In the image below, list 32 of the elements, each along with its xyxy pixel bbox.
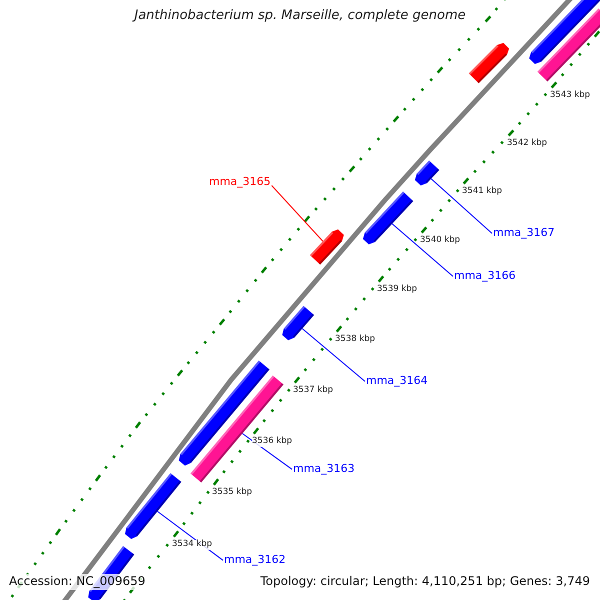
gene-feature — [362, 192, 414, 244]
scale-label: 3543 kbp — [550, 91, 590, 101]
summary-text: Topology: circular; Length: 4,110,251 bp; Genes: 3,749 — [260, 574, 590, 590]
scale-label: 3542 kbp — [507, 139, 548, 149]
gene-label: mma_3163 — [293, 463, 355, 476]
leader-line — [271, 184, 324, 242]
leader-line — [430, 178, 492, 234]
scale-label: 3537 kbp — [293, 386, 334, 396]
title: Janthinobacterium sp. Marseille, complete genome — [131, 9, 467, 24]
gene-label: mma_3166 — [454, 270, 516, 283]
gene-feature — [529, 0, 600, 64]
gene-feature — [310, 229, 344, 265]
accession-text: Accession: NC_009659 — [9, 574, 146, 590]
gene-label: mma_3162 — [224, 554, 286, 567]
scale-label: 3534 kbp — [172, 540, 212, 550]
gene-feature — [414, 160, 440, 186]
gene-label: mma_3164 — [366, 375, 428, 388]
scale-label: 3539 kbp — [377, 285, 418, 295]
gene-bar — [537, 8, 600, 82]
scale-label: 3541 kbp — [462, 187, 502, 197]
gene-feature — [124, 473, 182, 540]
scale-label: 3535 kbp — [212, 488, 252, 498]
leader-line — [242, 433, 292, 470]
leader-line — [392, 223, 454, 277]
gene-label: mma_3165 — [209, 176, 271, 189]
scale-label: 3536 kbp — [252, 437, 292, 447]
leader-line — [302, 328, 366, 382]
gene-label: mma_3167 — [493, 227, 555, 240]
scale-label: 3538 kbp — [335, 335, 376, 345]
gene-feature — [468, 42, 510, 84]
scale-label: 3540 kbp — [420, 236, 460, 246]
gene-feature — [282, 306, 314, 340]
